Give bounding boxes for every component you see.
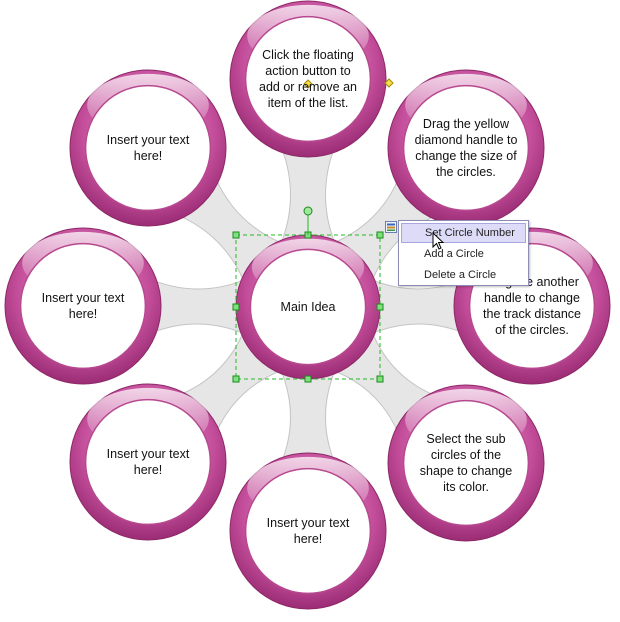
resize-handle[interactable] [377, 376, 383, 382]
resize-handle[interactable] [377, 304, 383, 310]
connector [282, 373, 334, 461]
resize-handle[interactable] [377, 232, 383, 238]
resize-handle[interactable] [305, 376, 311, 382]
menu-item-delete-circle[interactable]: Delete a Circle [401, 265, 526, 285]
resize-handle[interactable] [233, 376, 239, 382]
connector [153, 280, 242, 332]
resize-handle[interactable] [233, 304, 239, 310]
rotation-handle-icon[interactable] [304, 207, 312, 215]
context-menu: Set Circle Number Add a Circle Delete a … [398, 220, 529, 286]
connector [374, 280, 462, 332]
floating-action-icon[interactable] [385, 221, 397, 233]
center-circle-text[interactable]: Main Idea [253, 299, 363, 315]
menu-item-add-circle[interactable]: Add a Circle [401, 244, 526, 264]
mouse-cursor-icon [432, 232, 446, 252]
menu-item-set-circle-number[interactable]: Set Circle Number [401, 223, 526, 243]
resize-handle[interactable] [233, 232, 239, 238]
